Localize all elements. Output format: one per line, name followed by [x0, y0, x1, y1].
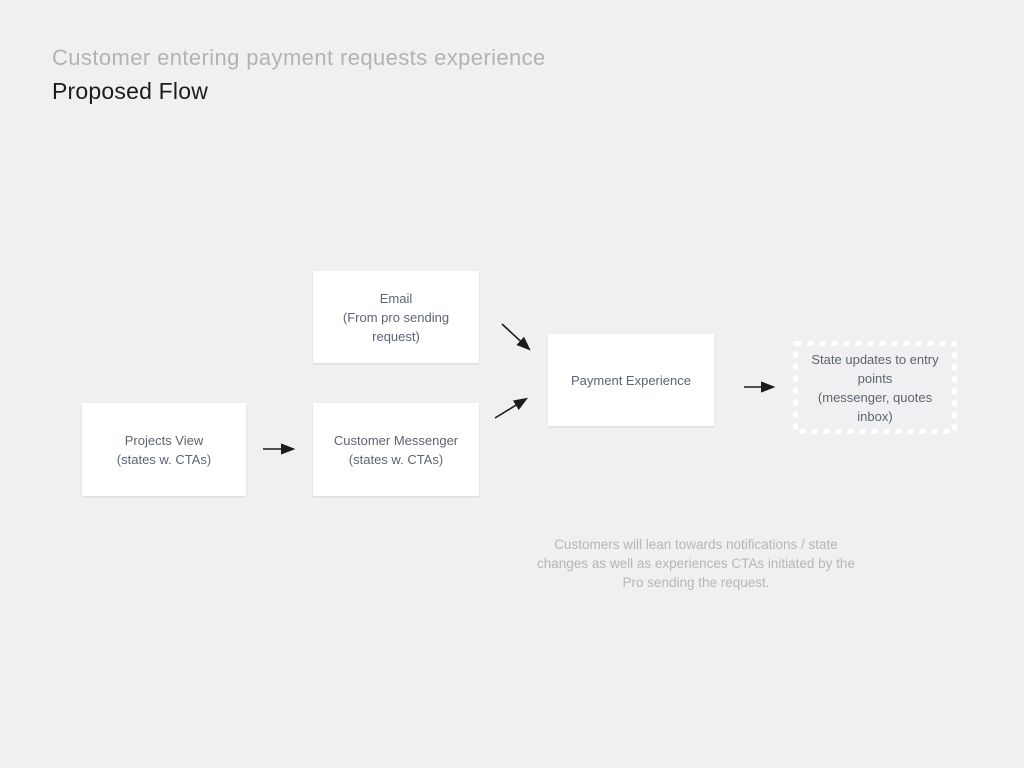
node-payment-experience: Payment Experience [548, 334, 714, 426]
note-text: Customers will lean towards notification… [537, 537, 855, 590]
node-email: Email (From pro sending request) [313, 271, 479, 363]
dashed-border [793, 341, 957, 434]
arrow-messenger-to-payment-icon [494, 397, 529, 419]
node-state-updates: State updates to entry points (messenger… [793, 341, 957, 434]
slide-subtitle: Proposed Flow [52, 78, 209, 104]
slide-title: Customer entering payment requests exper… [52, 45, 546, 70]
node-customer-messenger: Customer Messenger (states w. CTAs) [313, 403, 479, 496]
node-projects-view: Projects View (states w. CTAs) [82, 403, 246, 496]
arrow-email-to-payment-icon [501, 323, 531, 351]
node-state-updates-label: State updates to entry points (messenger… [811, 351, 939, 424]
